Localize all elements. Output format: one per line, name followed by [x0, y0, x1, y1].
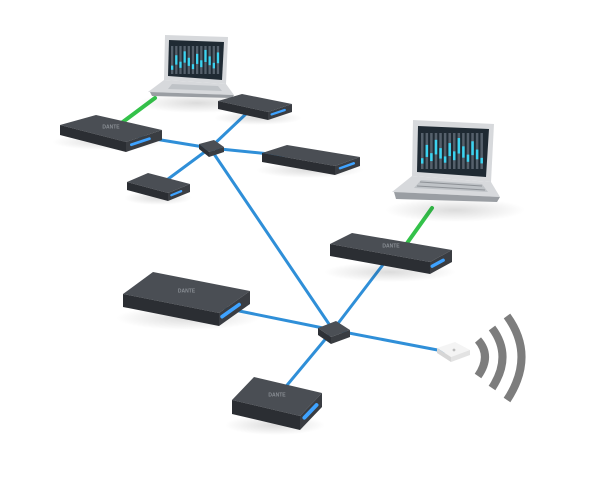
level-meter: [216, 52, 220, 64]
status-led-strip: [220, 302, 241, 319]
level-meter: [475, 149, 479, 160]
fader-strip: [453, 133, 456, 169]
status-led-strip: [270, 108, 286, 116]
fader-strip: [466, 133, 470, 169]
network-switch-icon: [318, 321, 350, 344]
level-meter: [421, 158, 424, 164]
status-led-strip: [338, 162, 356, 170]
fader-strip: [480, 133, 483, 169]
wifi-waves-icon: [474, 313, 526, 403]
level-meter: [196, 53, 199, 64]
device-upper-left: DANTE: [60, 115, 162, 152]
device-brand-label: DANTE: [178, 289, 196, 295]
device-upper-right: [262, 145, 360, 175]
status-led-strip: [129, 137, 151, 147]
level-meter: [443, 156, 447, 163]
device-large-left: DANTE: [123, 272, 250, 326]
level-meter: [183, 51, 186, 63]
network-switch-lower: [318, 321, 350, 344]
rack-audio-device-icon: DANTE: [330, 233, 452, 274]
level-meter: [200, 60, 203, 68]
fader-strip: [191, 46, 195, 74]
status-led-strip: [302, 403, 319, 420]
level-meter: [430, 153, 433, 162]
ethernet-trunk-link: [208, 146, 335, 332]
device-small: [127, 173, 190, 201]
status-led-strip: [430, 258, 445, 268]
devices: DANTE DANTE DANTE DANTE: [60, 94, 452, 430]
fader-strip: [171, 46, 174, 74]
level-meter: [448, 143, 451, 157]
level-meter: [480, 157, 483, 164]
level-meter: [208, 56, 211, 66]
fader-strip: [421, 133, 424, 169]
laptop-right: [392, 120, 500, 202]
fader-strip: [443, 133, 447, 169]
rack-audio-device-icon: DANTE: [60, 115, 162, 152]
device-bottom: DANTE: [232, 377, 322, 430]
status-led-strip: [170, 190, 183, 197]
level-meter: [175, 55, 178, 65]
fader-strip: [200, 46, 203, 74]
device-upper-top: [218, 94, 292, 120]
device-right: DANTE: [330, 233, 452, 274]
level-meter: [457, 138, 461, 154]
level-meter: [187, 57, 190, 66]
rack-audio-device-icon: DANTE: [123, 272, 250, 326]
network-switch-upper: [199, 140, 224, 157]
level-meter: [466, 154, 470, 162]
level-meter: [434, 139, 438, 155]
level-meter: [171, 65, 174, 70]
wireless-access-point: [437, 342, 470, 362]
rack-audio-device-icon: [127, 173, 190, 201]
fader-strip: [179, 46, 182, 74]
level-meter: [179, 61, 182, 68]
ethernet-link: [331, 328, 450, 354]
device-brand-label: DANTE: [102, 125, 120, 131]
laptop-icon: [148, 35, 234, 98]
mixer-meters: [171, 46, 220, 74]
level-meter: [191, 64, 195, 70]
device-brand-label: DANTE: [268, 393, 286, 399]
network-switch-icon: [199, 140, 224, 157]
rack-audio-device-icon: [218, 94, 292, 120]
level-meter: [439, 148, 442, 159]
fader-strip: [430, 133, 433, 169]
mixer-meters: [421, 133, 483, 169]
level-meter: [462, 146, 465, 158]
level-meter: [425, 144, 429, 157]
rack-audio-device-icon: [262, 145, 360, 175]
wireless-access-point-icon: [437, 342, 470, 362]
laptop-top: [148, 35, 234, 98]
device-brand-label: DANTE: [382, 244, 400, 250]
rack-audio-device-icon: DANTE: [232, 377, 322, 430]
level-meter: [204, 49, 207, 62]
fader-strip: [212, 46, 215, 74]
laptop-icon: [392, 120, 500, 202]
level-meter: [471, 141, 474, 156]
level-meter: [453, 151, 456, 161]
level-meter: [212, 62, 215, 69]
